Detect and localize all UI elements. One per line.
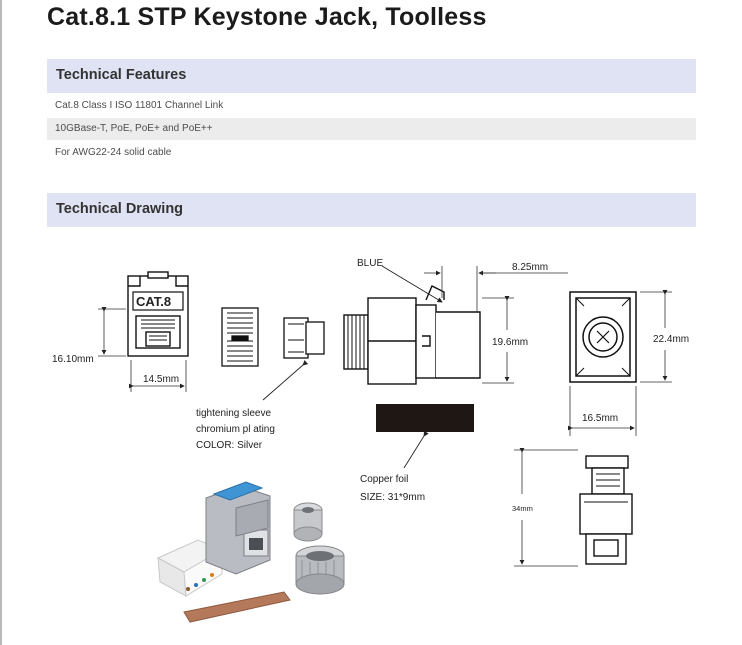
dim-label-height-side: 19.6mm: [492, 337, 528, 348]
copper-foil-swatch: [376, 404, 474, 432]
feature-text: Cat.8 Class I ISO 11801 Channel Link: [55, 100, 224, 111]
sleeve-label-2: chromium pl ating: [196, 424, 275, 435]
dimension-length: [514, 448, 578, 567]
jack-length-view: [579, 455, 633, 565]
feature-text: 10GBase-T, PoE, PoE+ and PoE++: [55, 123, 213, 134]
section-header-features: Technical Features: [47, 59, 696, 93]
dim-label-width-back: 16.5mm: [582, 413, 618, 424]
dimension-top-side: [424, 266, 568, 312]
dimension-height-side: [482, 296, 514, 384]
blue-label: BLUE: [357, 258, 383, 269]
dim-label-width-front: 14.5mm: [143, 374, 179, 385]
feature-row: Cat.8 Class I ISO 11801 Channel Link: [47, 95, 696, 117]
photo-metal-jack: [205, 481, 271, 575]
jack-front-label: CAT.8: [136, 294, 171, 309]
photo-copper-foil: [183, 591, 291, 623]
dimension-height-back: [640, 290, 672, 383]
section-title-drawing: Technical Drawing: [56, 201, 184, 217]
leader-foil: [403, 430, 429, 469]
dimension-width-front: [129, 360, 187, 392]
jack-back-view: [569, 291, 637, 383]
leader-sleeve: [262, 360, 309, 401]
feature-row: 10GBase-T, PoE, PoE+ and PoE++: [47, 118, 696, 140]
feature-text: For AWG22-24 solid cable: [55, 147, 172, 158]
dim-label-height-back: 22.4mm: [653, 334, 689, 345]
left-border: [0, 0, 2, 645]
cable-manager-part: [221, 307, 259, 367]
feature-row: For AWG22-24 solid cable: [47, 142, 696, 164]
dim-label-height-front: 16.10mm: [52, 354, 94, 365]
sleeve-label-1: tightening sleeve: [196, 408, 271, 419]
dimension-height-front: [98, 307, 126, 357]
foil-label-2: SIZE: 31*9mm: [360, 492, 425, 503]
dim-label-top-side: 8.25mm: [512, 262, 548, 273]
product-photo: [156, 481, 345, 623]
section-header-drawing: Technical Drawing: [47, 193, 696, 227]
dim-label-length: 34mm: [512, 504, 533, 513]
dimension-width-back: [568, 386, 637, 436]
page-title: Cat.8.1 STP Keystone Jack, Toolless: [47, 3, 487, 31]
photo-sleeve-small: [293, 502, 323, 542]
photo-sleeve-large: [295, 545, 345, 595]
sleeve-label-3: COLOR: Silver: [196, 440, 263, 451]
section-title-features: Technical Features: [56, 67, 187, 83]
leader-blue: [381, 265, 443, 303]
jack-front-view: [127, 271, 189, 357]
jack-side-view: [343, 285, 481, 385]
foil-label-1: Copper foil: [360, 474, 408, 485]
tightening-sleeve-part: [283, 317, 325, 359]
